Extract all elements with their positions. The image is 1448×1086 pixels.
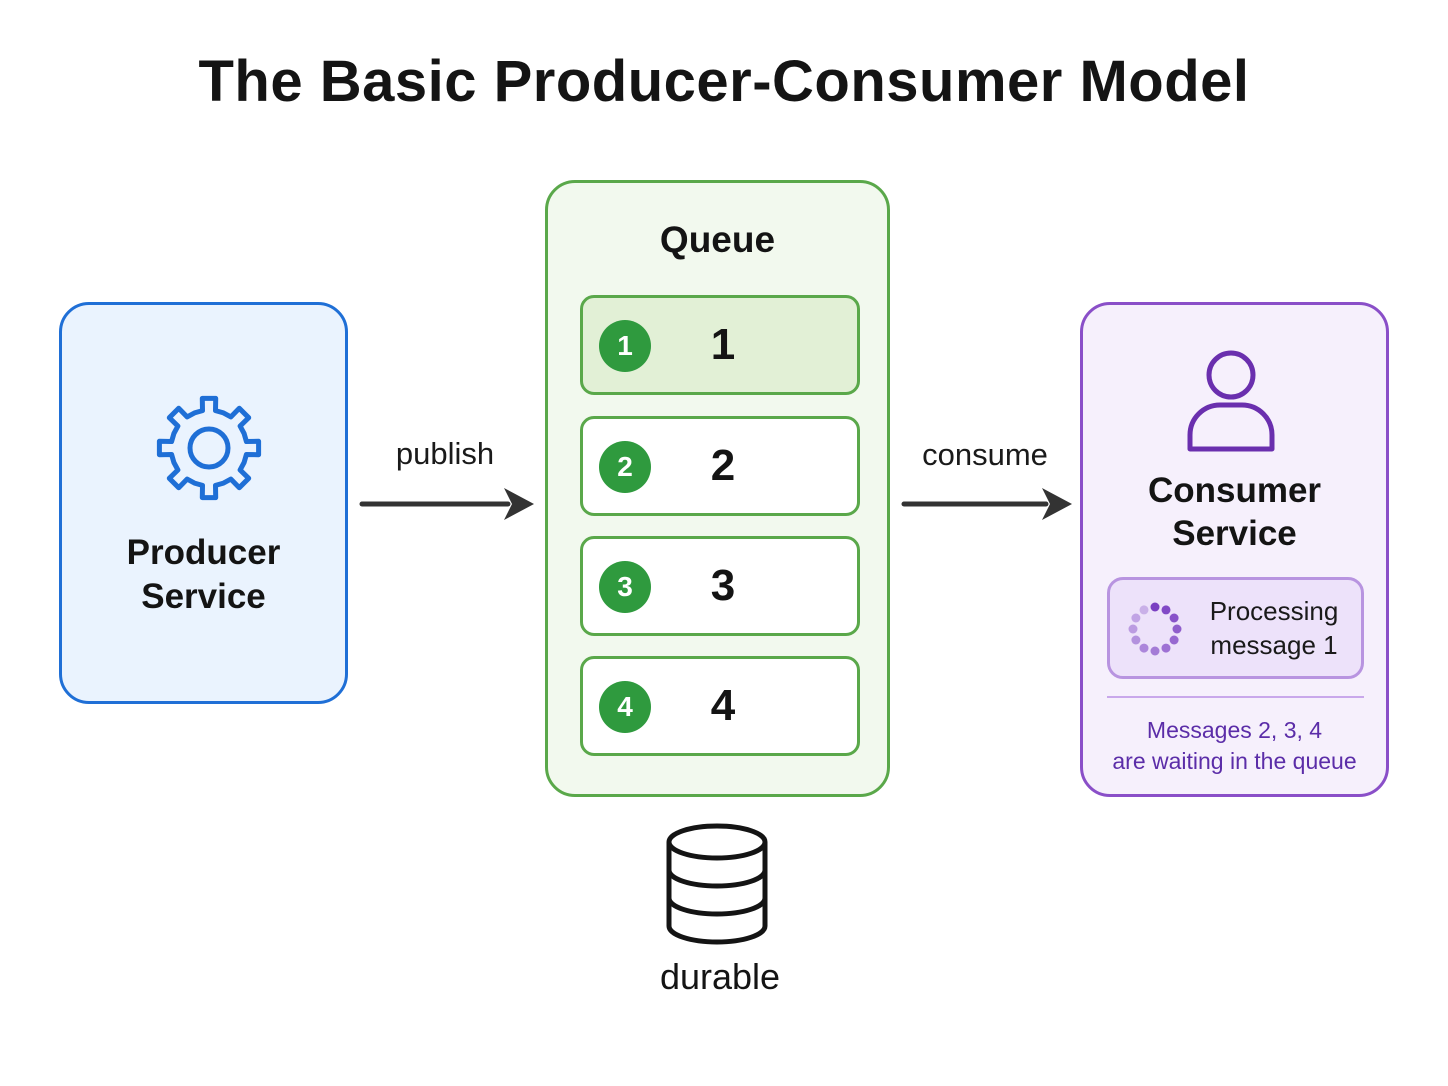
queue-message-2: 2 2 (580, 416, 860, 516)
producer-label-line2: Service (141, 577, 266, 616)
processing-text: Processing message 1 (1194, 594, 1354, 662)
consumer-label: Consumer Service (1083, 469, 1386, 555)
consumer-label-line2: Service (1172, 514, 1297, 553)
queue-message-3: 3 3 (580, 536, 860, 636)
spinner-dot (1161, 605, 1171, 615)
message-value: 3 (710, 561, 736, 610)
queue-title: Queue (659, 219, 776, 260)
message-badge: 2 (599, 441, 651, 493)
producer-service-box: Producer Service (59, 302, 348, 704)
database-icon (666, 823, 768, 945)
consumer-label-line1: Consumer (1147, 471, 1322, 510)
queue-container: Queue 1 1 2 2 3 3 4 4 (545, 180, 890, 797)
waiting-note-line1: Messages 2, 3, 4 (1146, 717, 1323, 743)
spinner-dot (1131, 635, 1141, 645)
durable-label: durable (659, 956, 781, 997)
spinner-dot (1150, 646, 1160, 656)
message-value: 2 (710, 441, 736, 490)
queue-message-1: 1 1 (580, 295, 860, 395)
message-badge: 4 (599, 681, 651, 733)
divider (1107, 696, 1364, 698)
spinner-dot (1131, 613, 1141, 623)
publish-label: publish (395, 436, 495, 471)
spinner-dot (1169, 613, 1179, 623)
gear-outline (156, 395, 262, 501)
person-icon (1187, 350, 1275, 452)
spinner-dot (1150, 602, 1160, 612)
processing-text-line1: Processing (1209, 596, 1339, 626)
producer-label: Producer Service (62, 531, 345, 619)
diagram-title: The Basic Producer-Consumer Model (198, 49, 1250, 114)
message-badge: 3 (599, 561, 651, 613)
processing-status-box: Processing message 1 (1107, 577, 1364, 679)
spinner-dot (1139, 643, 1149, 653)
spinner-dot (1172, 624, 1182, 634)
consume-label: consume (922, 437, 1048, 472)
message-badge: 1 (599, 320, 651, 372)
message-value: 4 (710, 681, 736, 730)
consumer-service-box: Consumer Service Processing message 1 Me… (1080, 302, 1389, 797)
spinner-dot (1139, 605, 1149, 615)
waiting-note-line2: are waiting in the queue (1112, 748, 1357, 774)
waiting-note: Messages 2, 3, 4 are waiting in the queu… (1083, 715, 1386, 777)
spinner-dot (1169, 635, 1179, 645)
message-value: 1 (710, 320, 736, 369)
spinner-icon (1128, 602, 1182, 656)
processing-text-line2: message 1 (1210, 630, 1338, 660)
publish-arrow (359, 488, 534, 520)
spinner-dot (1128, 624, 1138, 634)
spinner-dot (1161, 643, 1171, 653)
consume-arrow (901, 488, 1072, 520)
producer-label-line1: Producer (126, 533, 281, 572)
queue-message-4: 4 4 (580, 656, 860, 756)
gear-icon (156, 395, 262, 501)
